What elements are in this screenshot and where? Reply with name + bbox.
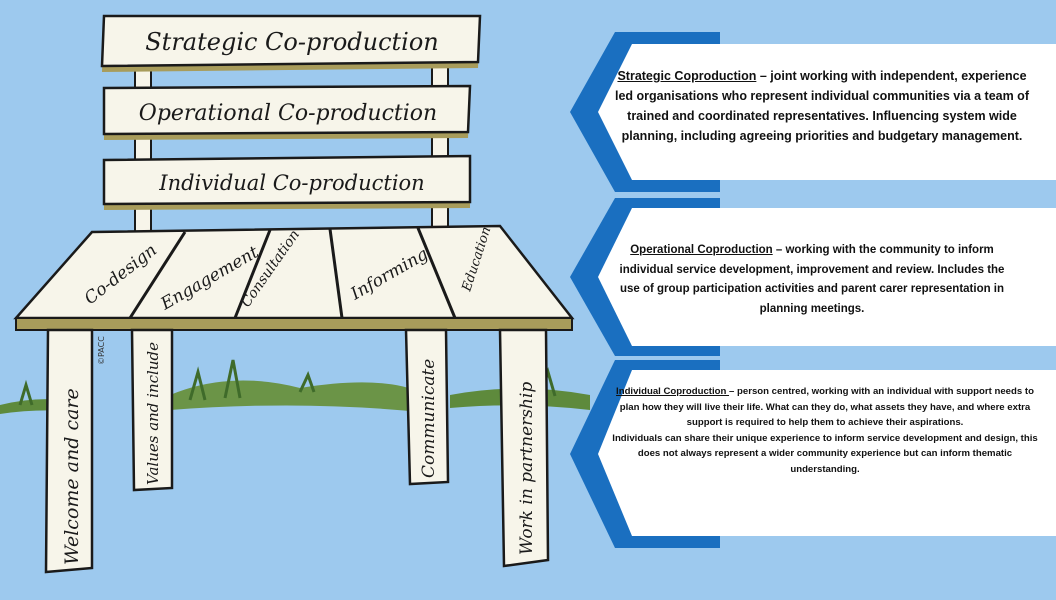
panel-strategic-term: Strategic Coproduction bbox=[617, 69, 757, 83]
panel-individual-term: Individual Coproduction bbox=[616, 386, 730, 397]
leg-partnership: Work in partnership bbox=[498, 328, 550, 568]
leg-communicate: Communicate bbox=[404, 328, 450, 486]
panel-operational-text: – working with the community to inform i… bbox=[619, 244, 1005, 315]
backrest-operational: Operational Co-production bbox=[102, 84, 472, 140]
panel-strategic: Strategic Coproduction – joint working w… bbox=[612, 66, 1032, 146]
backrest-individual-label: Individual Co-production bbox=[158, 171, 424, 195]
backrest-strategic: Strategic Co-production bbox=[100, 14, 482, 72]
leg-welcome: Welcome and care bbox=[44, 328, 94, 574]
panel-individual-text: – person centred, working with an indivi… bbox=[619, 386, 1034, 428]
panel-strategic-shape bbox=[570, 32, 1056, 192]
leg-values-label: Values and include bbox=[144, 342, 162, 485]
leg-welcome-label: Welcome and care bbox=[61, 388, 83, 565]
backrest-strategic-label: Strategic Co-production bbox=[145, 28, 439, 56]
panel-individual: Individual Coproduction – person centred… bbox=[612, 384, 1038, 477]
panel-individual-extra: Individuals can share their unique exper… bbox=[612, 432, 1038, 475]
panel-strategic-text: – joint working with independent, experi… bbox=[615, 69, 1029, 143]
bench-seat: Co-design Engagement Consultation Inform… bbox=[13, 224, 575, 331]
leg-values: Values and include bbox=[130, 328, 174, 492]
panel-operational: Operational Coproduction – working with … bbox=[612, 241, 1012, 319]
panel-shapes bbox=[570, 32, 1056, 548]
backrest-individual: Individual Co-production bbox=[102, 154, 472, 210]
backrest-operational-label: Operational Co-production bbox=[139, 101, 437, 126]
panel-individual-shape bbox=[570, 360, 1056, 548]
leg-partnership-label: Work in partnership bbox=[517, 382, 537, 555]
panel-operational-shape bbox=[570, 198, 1056, 356]
grass bbox=[0, 359, 590, 414]
credit-label: ©PACC bbox=[97, 336, 106, 365]
leg-communicate-label: Communicate bbox=[419, 359, 439, 478]
bench-illustration: Strategic Co-production Operational Co-p… bbox=[0, 14, 590, 574]
panel-operational-term: Operational Coproduction bbox=[630, 244, 773, 256]
